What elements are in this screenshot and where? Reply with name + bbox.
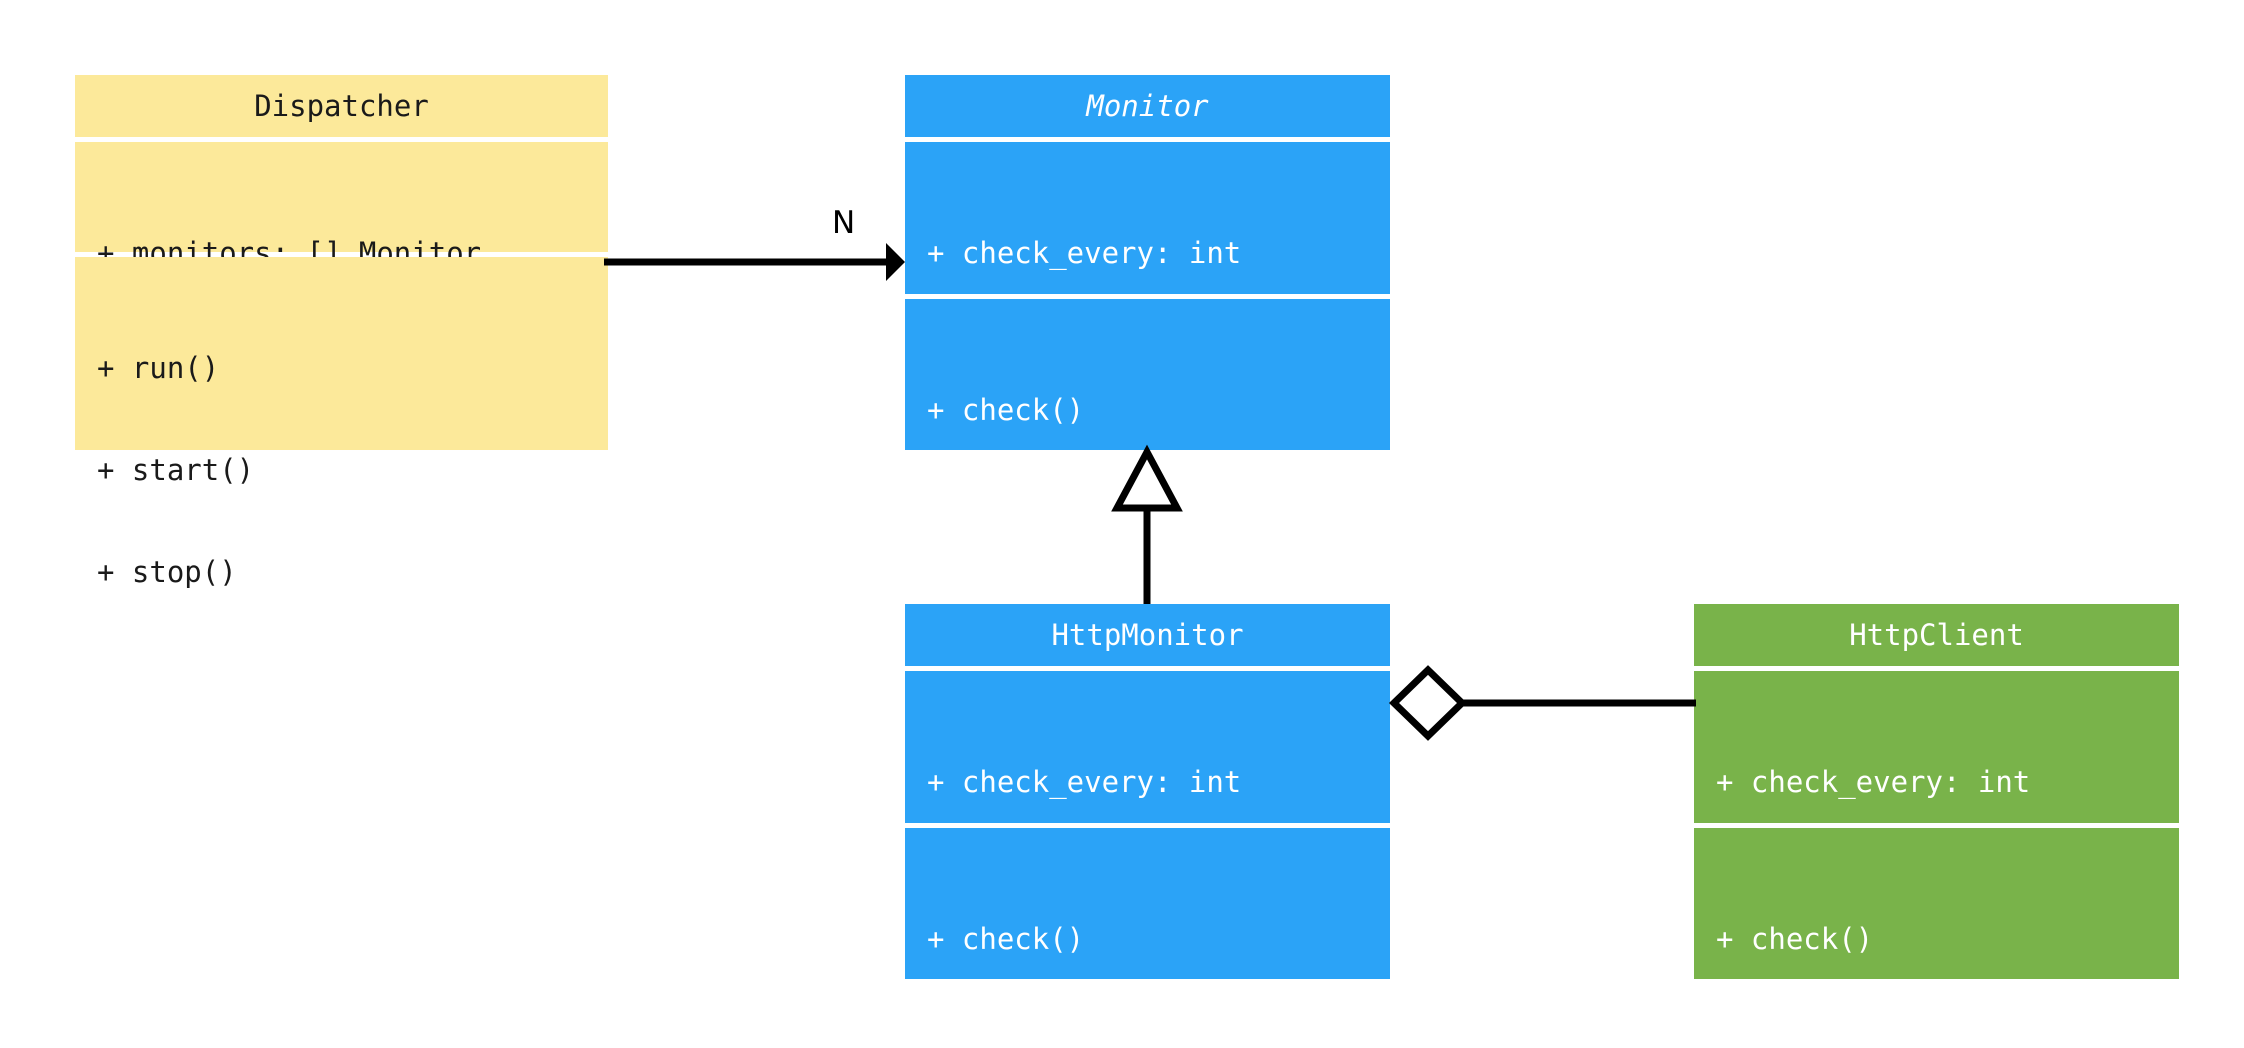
method-row: + check() <box>1716 922 1874 956</box>
uml-class-http-monitor[interactable]: HttpMonitor + check_every: int + check() <box>905 604 1390 979</box>
method-row: + check() <box>927 393 1085 427</box>
class-methods-http-monitor: + check() <box>905 828 1390 979</box>
class-attributes-http-client: + check_every: int <box>1694 671 2179 823</box>
filled-triangle-arrowhead <box>886 243 905 281</box>
attribute-row: + check_every: int <box>927 765 1242 799</box>
class-methods-monitor: + check() <box>905 299 1390 450</box>
class-attributes-dispatcher: + monitors: [] Monitor <box>75 142 608 270</box>
uml-class-monitor[interactable]: Monitor + check_every: int + check() <box>905 75 1390 450</box>
class-methods-dispatcher: + run() + start() + stop() <box>75 257 608 589</box>
class-attributes-monitor: + check_every: int <box>905 142 1390 294</box>
class-title-dispatcher: Dispatcher <box>75 75 608 137</box>
uml-class-http-client[interactable]: HttpClient + check_every: int + check() <box>1694 604 2179 979</box>
uml-class-dispatcher[interactable]: Dispatcher + monitors: [] Monitor + run(… <box>75 75 608 589</box>
edge-label-multiplicity: N <box>832 205 856 241</box>
attribute-row: + check_every: int <box>1716 765 2031 799</box>
method-row: + start() <box>97 453 255 487</box>
relationship-http-monitor-to-http-client <box>1388 665 1696 741</box>
class-title-http-monitor: HttpMonitor <box>905 604 1390 666</box>
class-methods-http-client: + check() <box>1694 828 2179 979</box>
class-title-http-client: HttpClient <box>1694 604 2179 666</box>
class-attributes-http-monitor: + check_every: int <box>905 671 1390 823</box>
hollow-diamond-arrowhead <box>1388 665 1468 741</box>
method-row: + stop() <box>97 555 237 589</box>
method-row: + run() <box>97 351 220 385</box>
attribute-row: + check_every: int <box>927 236 1242 270</box>
method-row: + check() <box>927 922 1085 956</box>
class-title-monitor: Monitor <box>905 75 1390 137</box>
relationship-dispatcher-to-monitor <box>604 243 905 281</box>
